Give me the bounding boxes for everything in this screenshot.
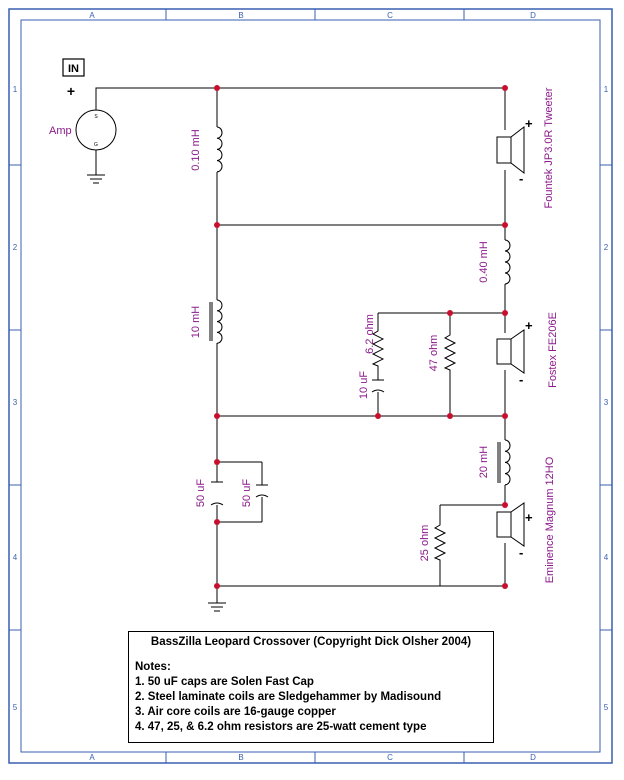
speaker-tweeter [496, 125, 525, 175]
inductor-l3 [504, 239, 511, 285]
junction-nodes [214, 85, 508, 589]
inductor-l4 [497, 439, 511, 486]
ground-symbol-amp [87, 174, 105, 184]
note-item-2: 2. Steel laminate coils are Sledgehammer… [135, 691, 442, 703]
midrange-label: Fostex FE206E [547, 312, 559, 388]
col-label-top-d: D [530, 11, 536, 20]
input-block: IN + S G Amp [49, 58, 117, 151]
row-label-left-3: 3 [13, 398, 18, 407]
input-box-label: IN [68, 63, 79, 75]
input-box [62, 58, 85, 77]
col-label-bottom-c: C [387, 753, 393, 762]
amp-label: Amp [49, 125, 72, 137]
note-item-4: 4. 47, 25, & 6.2 ohm resistors are 25-wa… [135, 721, 427, 733]
row-label-right-3: 3 [604, 398, 609, 407]
label-l4: 20 mH [478, 446, 490, 478]
tweeter-plus: + [525, 116, 533, 131]
label-l3: 0.40 mH [478, 241, 490, 283]
input-plus-sign: + [67, 83, 75, 99]
row-label-right-2: 2 [604, 243, 609, 252]
row-label-right-1: 1 [604, 85, 609, 94]
label-c-50b: 50 uF [241, 479, 253, 507]
woofer-label: Eminence Magnum 12HO [544, 456, 556, 583]
label-r-47: 47 ohm [428, 335, 440, 372]
notes-title: BassZilla Leopard Crossover (Copyright D… [150, 636, 472, 648]
speaker-woofer [496, 502, 525, 547]
capacitor-50-uf-a [210, 481, 224, 506]
capacitor-10-uf [371, 379, 385, 393]
row-label-left-5: 5 [13, 703, 18, 712]
note-item-3: 3. Air core coils are 16-gauge copper [135, 706, 336, 718]
speaker-midrange [496, 329, 525, 374]
notes-box: BassZilla Leopard Crossover (Copyright D… [128, 631, 494, 743]
note-item-1: 1. 50 uF caps are Solen Fast Cap [135, 676, 314, 688]
amp-pin-s: S [94, 114, 98, 120]
inductor-l2 [209, 299, 223, 344]
amp-pin-g: G [94, 142, 98, 148]
label-r-6-2: 6.2 ohm [364, 314, 376, 354]
col-label-top-b: B [238, 11, 243, 20]
label-l2: 10 mH [190, 306, 202, 338]
row-label-right-5: 5 [604, 703, 609, 712]
col-label-bottom-a: A [89, 753, 95, 762]
row-label-left-1: 1 [13, 85, 18, 94]
col-label-bottom-d: D [530, 753, 536, 762]
col-label-top-c: C [387, 11, 393, 20]
woofer-plus: + [525, 510, 533, 525]
midrange-minus: - [519, 372, 523, 387]
label-r-25: 25 ohm [419, 525, 431, 562]
tweeter-label: Fountek JP3.0R Tweeter [543, 87, 555, 208]
amp-source-symbol [75, 109, 117, 151]
resistor-25-ohm [433, 522, 447, 562]
notes-heading: Notes: [135, 661, 171, 673]
woofer-minus: - [519, 545, 523, 560]
inductor-l1 [216, 126, 223, 173]
row-label-right-4: 4 [604, 553, 609, 562]
resistor-47-ohm [443, 332, 457, 372]
tweeter-minus: - [519, 171, 523, 186]
ground-symbol-bottom [208, 602, 226, 612]
col-label-bottom-b: B [238, 753, 243, 762]
label-c-50a: 50 uF [195, 479, 207, 507]
wires [95, 87, 506, 603]
resistor-6-2-ohm [371, 328, 385, 368]
label-l1: 0.10 mH [190, 129, 202, 171]
grid-column-labels: A B C D A B C D [89, 11, 536, 762]
grid-row-labels: 1 2 3 4 5 1 2 3 4 5 [13, 85, 609, 712]
capacitor-50-uf-b [255, 484, 269, 498]
drawing-frame [8, 8, 613, 764]
row-label-left-2: 2 [13, 243, 18, 252]
midrange-plus: + [525, 318, 533, 333]
col-label-top-a: A [89, 11, 95, 20]
label-c-10: 10 uF [358, 371, 370, 399]
row-label-left-4: 4 [13, 553, 18, 562]
